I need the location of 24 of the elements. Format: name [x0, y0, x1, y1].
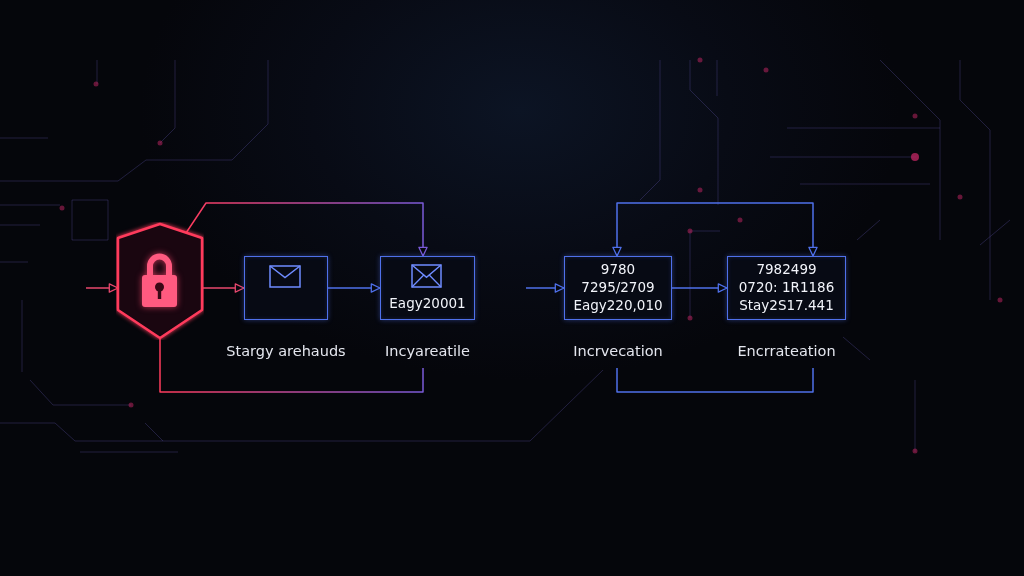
- arrow: [612, 202, 818, 257]
- node-label: 0720: 1R1186: [738, 278, 835, 296]
- process-box: [727, 256, 846, 320]
- step-caption: Stargy arehauds: [226, 342, 346, 360]
- arrow: [525, 283, 565, 293]
- arrow: [85, 283, 119, 293]
- step-caption: Encrrateation: [737, 342, 836, 360]
- process-box: [564, 256, 672, 320]
- arrow: [671, 283, 728, 293]
- step-caption: Incyareatile: [385, 342, 470, 360]
- shield: [116, 222, 204, 340]
- node-label: 7295/2709: [581, 278, 655, 296]
- step-caption: Incrvecation: [573, 342, 663, 360]
- connector-line: [616, 367, 814, 393]
- process-box: [244, 256, 328, 320]
- node-label: 9780: [600, 260, 636, 278]
- connector-line: [159, 337, 424, 393]
- process-box: [380, 256, 475, 320]
- node-label: Eagy20001: [389, 294, 466, 312]
- node-label: 7982499: [756, 260, 817, 278]
- node-label: Eagy220,010: [573, 296, 663, 314]
- arrow: [327, 283, 381, 293]
- arrow: [185, 202, 428, 257]
- node-label: Stay2S17.441: [739, 296, 834, 314]
